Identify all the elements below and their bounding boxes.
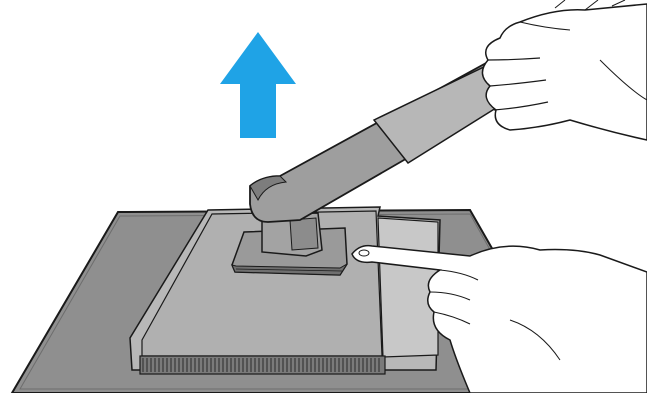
stand-neck bbox=[250, 62, 520, 222]
vent-grille bbox=[140, 356, 385, 374]
upper-hand bbox=[482, 0, 647, 140]
arrow-up-icon bbox=[220, 32, 296, 138]
